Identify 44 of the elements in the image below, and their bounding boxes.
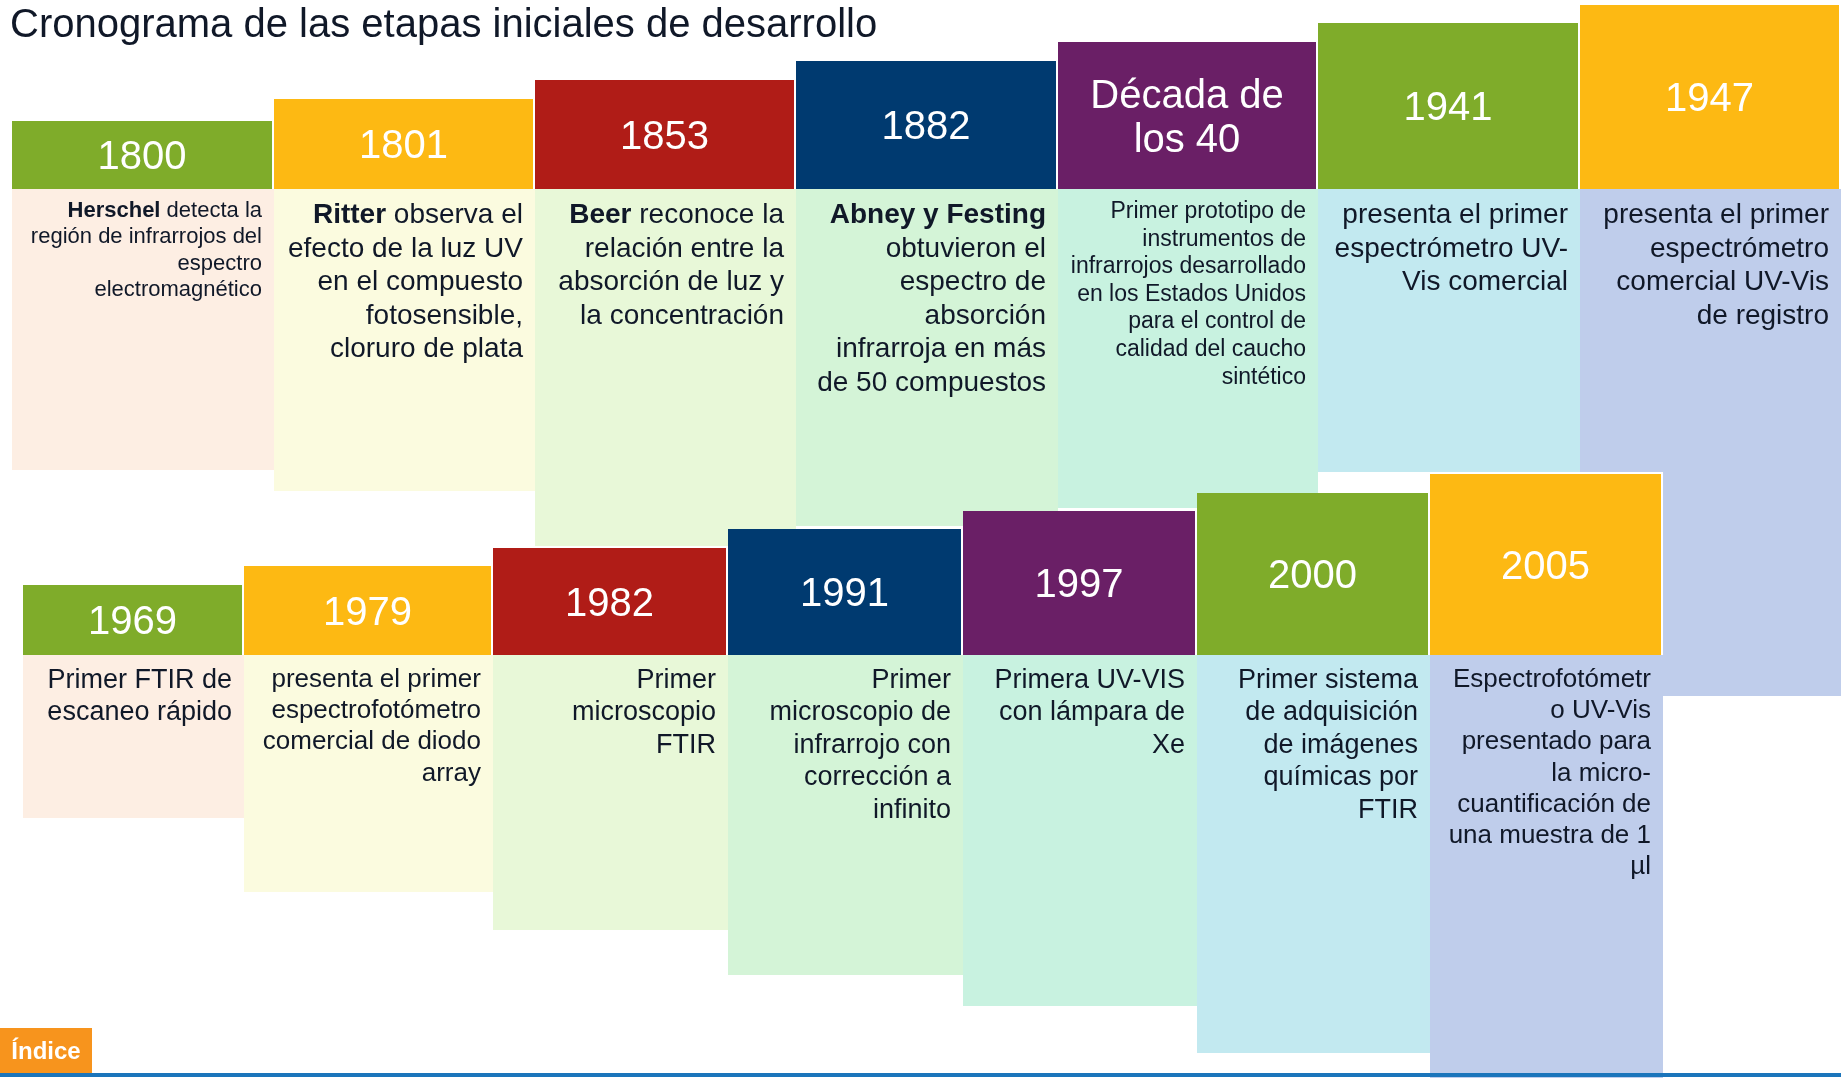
year-header: 2005 <box>1430 474 1663 655</box>
timeline-column <box>963 511 1197 1006</box>
timeline-column <box>1318 23 1580 472</box>
timeline-column <box>493 548 728 930</box>
event-description: Primer prototipo de instrumentos de infrarrojos desarrollado en los Estados Unidos para el control de calidad del caucho sintético <box>1069 196 1307 391</box>
event-description: presenta el primer espectrofotómetro comercial de diodo array <box>261 662 482 788</box>
timeline-column <box>1580 5 1841 472</box>
year-header: 1801 <box>274 99 535 189</box>
timeline-column <box>23 585 244 818</box>
year-header: 1941 <box>1318 23 1580 189</box>
event-description: Abney y Festing obtuvieron el espectro de absorción infrarroja en más de 50 compuestos <box>816 197 1047 399</box>
timeline-column <box>274 99 535 491</box>
event-description: Ritter observa el efecto de la luz UV en el compuesto fotosensible, cloruro de plata <box>286 197 524 365</box>
year-header: 1800 <box>12 121 274 189</box>
year-header: 1947 <box>1580 5 1841 189</box>
year-header: 1997 <box>963 511 1197 655</box>
year-header: 1853 <box>535 80 796 189</box>
timeline-column <box>1058 42 1318 508</box>
year-header: 1969 <box>23 585 244 655</box>
year-header: 1982 <box>493 548 728 655</box>
year-header: Década de los 40 <box>1058 42 1318 189</box>
event-description: Primera UV-VIS con lámpara de Xe <box>993 663 1186 761</box>
event-description: Primer FTIR de escaneo rápido <box>46 663 233 728</box>
timeline-column <box>796 61 1058 526</box>
title: Cronograma de las etapas iniciales de desarrollo <box>10 0 878 46</box>
event-description: Primer microscopio FTIR <box>570 663 717 761</box>
event-description: Primer microscopio de infrarrojo con corrección a infinito <box>768 663 952 825</box>
event-description: Espectrofotómetro UV-Vis presentado para la micro-cuantificación de una muestra de 1 µl <box>1447 662 1652 882</box>
event-description: presenta el primer espectrómetro comercial UV-Vis de registro <box>1602 197 1830 332</box>
event-description: Beer reconoce la relación entre la absorción de luz y la concentración <box>557 197 785 332</box>
event-description: presenta el primer espectrómetro UV-Vis comercial <box>1333 197 1569 298</box>
year-header: 2000 <box>1197 493 1430 655</box>
timeline-column <box>12 121 274 470</box>
index-button: Índice <box>0 1028 92 1074</box>
timeline-column <box>1197 493 1430 1053</box>
year-header: 1979 <box>244 566 493 655</box>
timeline-column <box>244 566 493 892</box>
timeline-column <box>535 80 796 546</box>
timeline-column <box>728 529 963 975</box>
timeline-column <box>1430 474 1663 1078</box>
event-description: Primer sistema de adquisición de imágenes químicas por FTIR <box>1236 663 1419 825</box>
event-description: Herschel detecta la región de infrarrojos del espectro electromagnético <box>29 196 263 303</box>
year-header: 1882 <box>796 61 1058 189</box>
year-header: 1991 <box>728 529 963 655</box>
